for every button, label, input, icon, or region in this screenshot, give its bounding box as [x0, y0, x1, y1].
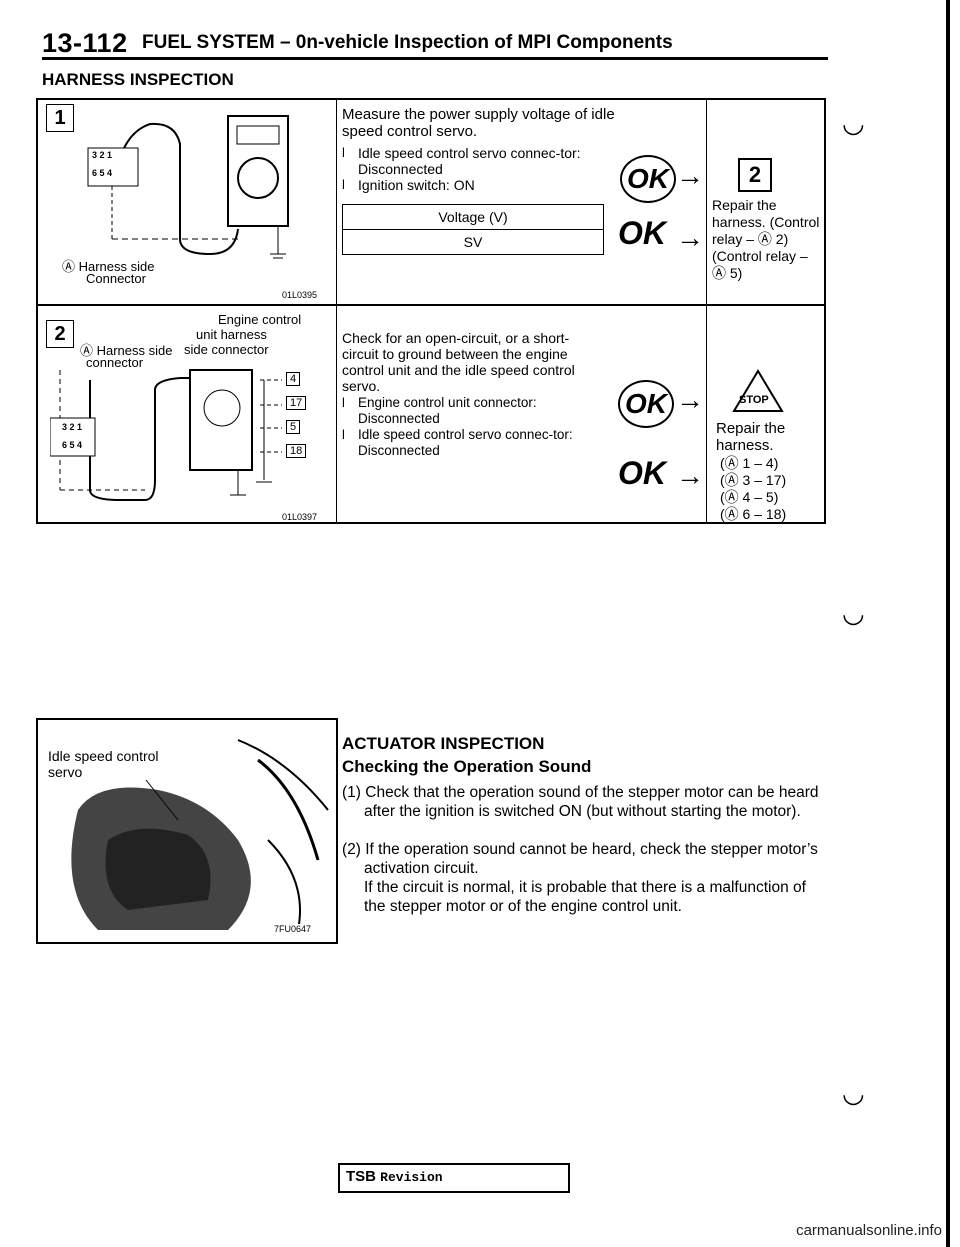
margin-mark: ◡	[842, 108, 865, 138]
step1-condition: Idle speed control servo connec-tor: Dis…	[342, 145, 604, 177]
step2-ng-pair: (Ⓐ 3 – 17)	[720, 472, 787, 488]
voltage-table: Voltage (V) SV	[342, 204, 604, 255]
arrow-icon: →	[676, 384, 704, 415]
actuator-photo: Idle speed control servo 7FU0647	[36, 718, 338, 944]
step2-ng-result: Repair the harness.	[716, 420, 786, 454]
tsb-revision-box	[338, 1163, 570, 1193]
step1-figure-code: 01L0395	[282, 290, 318, 300]
step2-condition: Idle speed control servo connec-tor: Dis…	[342, 427, 592, 459]
tsb-text: TSB	[346, 1168, 376, 1185]
multimeter-diagram	[87, 115, 289, 259]
step1-pins-bottom: 6 5 4	[92, 168, 113, 178]
header-rule	[42, 57, 828, 60]
step1-ng-result: Repair the harness. (Control relay – Ⓐ 2…	[712, 197, 820, 281]
page-edge	[946, 0, 950, 1247]
step2-number: 2	[46, 320, 74, 348]
step2-ng-badge: OK	[618, 455, 666, 491]
step2-ecu-label-1: Engine control	[218, 312, 302, 327]
page-number: 13-112	[42, 28, 128, 58]
step1-condition: Ignition switch: ON	[342, 177, 604, 193]
engine-photo-illustration	[71, 739, 329, 931]
step2-ng-pair: (Ⓐ 1 – 4)	[720, 455, 779, 471]
arrow-icon: →	[676, 160, 704, 191]
step2-pins-top: 3 2 1	[62, 422, 83, 432]
step2-figure-code: 01L0397	[282, 512, 318, 522]
step2-ecu-label-3: side connector	[184, 342, 269, 357]
step2-connector-label: connector	[86, 355, 144, 370]
watermark: carmanualsonline.info	[796, 1222, 942, 1239]
ecu-pin: 4	[286, 372, 301, 386]
step2-pins-bottom: 6 5 4	[62, 440, 83, 450]
revision-text: Revision	[380, 1170, 443, 1185]
actuator-item-2: (2) If the operation sound cannot be hea…	[342, 841, 818, 877]
step2-ecu-label-2: unit harness	[196, 327, 267, 342]
voltage-header: Voltage (V)	[342, 204, 604, 230]
actuator-subtitle: Checking the Operation Sound	[342, 757, 592, 776]
ecu-pin: 18	[286, 444, 307, 458]
page-title: FUEL SYSTEM – 0n-vehicle Inspection of M…	[142, 32, 673, 53]
tsb-label: TSB Revision	[346, 1168, 443, 1185]
step1-conditions: Idle speed control servo connec-tor: Dis…	[342, 145, 604, 193]
arrow-icon: →	[676, 222, 704, 253]
step1-connector-label: Connector	[86, 271, 146, 286]
actuator-item-1: (1) Check that the operation sound of th…	[342, 784, 819, 820]
step2-harness-label: Ⓐ Harness side	[80, 343, 173, 358]
step1-instruction: Measure the power supply voltage of idle…	[342, 106, 615, 140]
step2-instruction: Check for an open-circuit, or a short-ci…	[342, 330, 575, 394]
voltage-value: SV	[342, 229, 604, 255]
continuity-diagram	[50, 369, 282, 501]
step1-number: 1	[46, 104, 74, 132]
step1-ok-result: 2	[738, 158, 772, 192]
step2-ng-pair: (Ⓐ 4 – 5)	[720, 489, 779, 505]
step2-condition: Engine control unit connector: Disconnec…	[342, 395, 592, 427]
harness-inspection-title: HARNESS INSPECTION	[42, 70, 234, 89]
margin-mark: ◡	[842, 598, 865, 628]
actuator-figure-code: 7FU0647	[274, 924, 312, 934]
idle-servo-label: Idle speed control servo	[48, 748, 168, 780]
step1-pins-top: 3 2 1	[92, 150, 113, 160]
arrow-icon: →	[676, 460, 704, 491]
ecu-pin: 5	[286, 420, 301, 434]
step2-ok-badge: OK	[618, 380, 674, 428]
actuator-item-2b: If the circuit is normal, it is probable…	[364, 879, 806, 915]
step1-ng-badge: OK	[618, 215, 666, 251]
stop-label: STOP	[739, 394, 769, 406]
ecu-pin: 17	[286, 396, 307, 410]
step1-ok-badge: OK	[620, 155, 676, 203]
margin-mark: ◡	[842, 1078, 865, 1108]
stop-icon	[732, 369, 784, 412]
step2-ng-pair: (Ⓐ 6 – 18)	[720, 506, 787, 522]
step2-conditions: Engine control unit connector: Disconnec…	[342, 395, 592, 459]
step1-harness-label: Ⓐ Harness side	[62, 259, 155, 274]
actuator-title: ACTUATOR INSPECTION	[342, 734, 545, 753]
